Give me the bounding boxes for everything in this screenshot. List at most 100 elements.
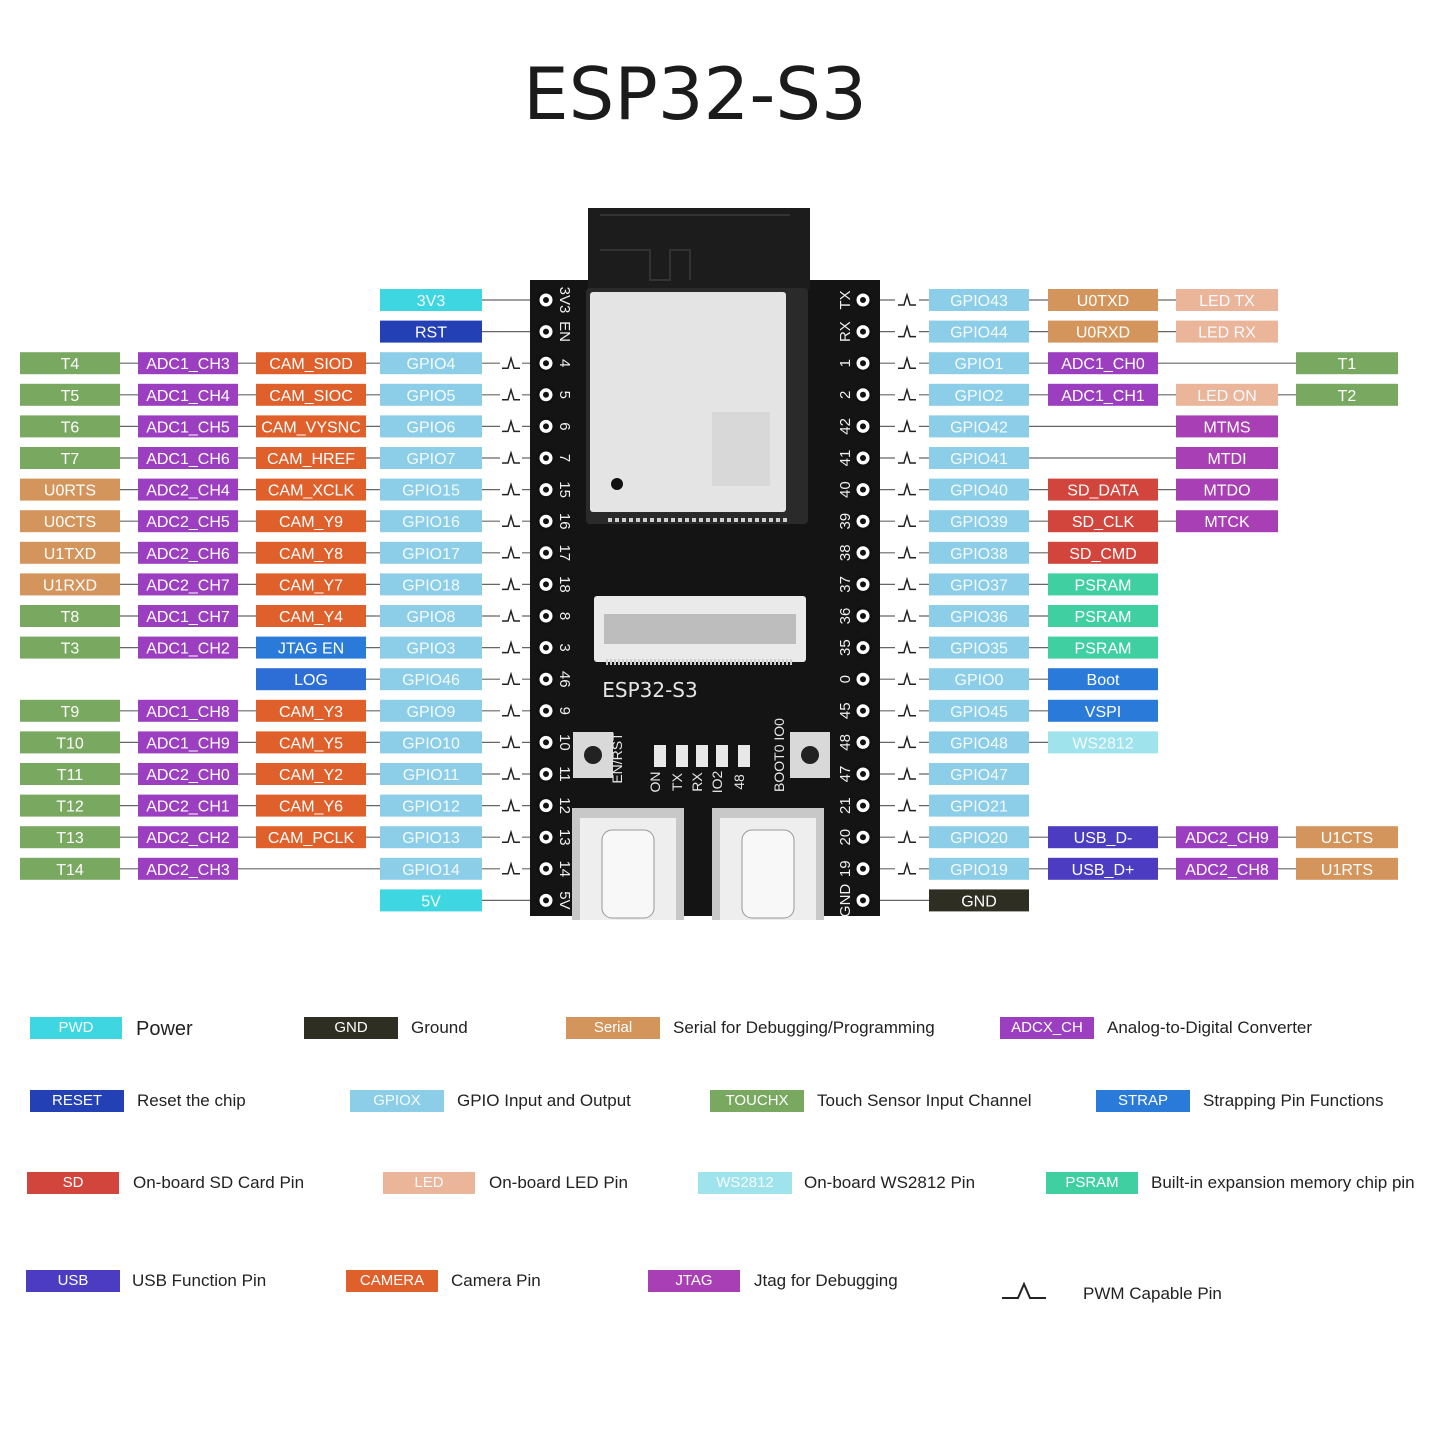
pwm-symbol — [1002, 1281, 1046, 1299]
gpio-label-box — [929, 320, 1029, 343]
touch-label-box — [20, 415, 120, 438]
header-pin-right-hole — [860, 865, 866, 872]
serial-label-text: U0CTS — [44, 514, 96, 531]
silk-right: 45 — [837, 702, 854, 719]
gpio-label-box — [380, 447, 482, 469]
touch-label-box — [20, 636, 120, 659]
pwm-symbol — [502, 829, 520, 843]
function-label-text: Boot — [1087, 672, 1120, 689]
silk-left: 14 — [556, 860, 573, 877]
silk-right: 35 — [837, 639, 854, 656]
legend-text-ws2812: On-board WS2812 Pin — [804, 1173, 976, 1192]
header-pin-right-hole — [860, 707, 866, 714]
function-label-box — [1048, 383, 1158, 406]
legend-text-strap: Strapping Pin Functions — [1203, 1091, 1384, 1110]
pwm-symbol — [502, 450, 520, 464]
gpio-label-text: GPIO46 — [402, 672, 460, 689]
touch-label-text: T4 — [61, 356, 80, 373]
silk-left: 4 — [556, 359, 573, 367]
adc-label-box — [138, 857, 238, 880]
function-label-box — [256, 605, 366, 627]
pwm-symbol — [502, 387, 520, 401]
gpio-label-box — [929, 826, 1029, 849]
header-pin-right-hole — [860, 581, 866, 588]
gpio-label-text: GPIO15 — [402, 483, 460, 500]
gpio-label-text: RST — [415, 325, 447, 342]
function-label-text: CAM_HREF — [267, 451, 355, 468]
header-pin-right-hole — [860, 771, 866, 777]
led-label: IO2 — [709, 771, 725, 794]
legend-text-reset: Reset the chip — [137, 1091, 246, 1110]
header-pin-left-hole — [543, 328, 549, 335]
pwm-symbol — [898, 355, 916, 369]
silk-right: 20 — [837, 829, 854, 846]
legend-swatch-serial: Serial — [566, 1017, 660, 1039]
gpio-label-text: GPIO39 — [950, 514, 1008, 531]
gpio-label-text: GPIO6 — [407, 419, 456, 436]
gpio-label-text: 5V — [421, 893, 441, 910]
pwm-symbol — [502, 734, 520, 749]
function-label-box — [1296, 826, 1398, 849]
silk-right: 21 — [837, 797, 854, 814]
silk-left: 5V — [556, 891, 573, 909]
silk-left: 3V3 — [556, 287, 573, 314]
gpio-label-text: GPIO4 — [407, 356, 456, 373]
touch-label-box — [20, 605, 120, 627]
header-pin-left-hole — [543, 739, 549, 746]
touch-label-box — [20, 794, 120, 817]
function-label-text: PSRAM — [1075, 641, 1132, 658]
gpio-label-box — [380, 668, 482, 691]
gpio-label-text: GPIO9 — [407, 704, 456, 721]
function-label-text: CAM_VYSNC — [261, 419, 361, 436]
silk-left: 8 — [556, 612, 573, 620]
silk-right: 0 — [837, 675, 854, 683]
adc-label-text: ADC1_CH4 — [146, 388, 230, 405]
gpio-label-text: GPIO43 — [950, 293, 1008, 310]
led-4 — [738, 745, 750, 767]
function-label-box — [1048, 289, 1158, 311]
led-label: RX — [689, 772, 705, 792]
function-label-box — [256, 383, 366, 406]
pwm-symbol — [898, 545, 916, 559]
header-pin-left-hole — [543, 834, 549, 841]
function-label-text: SD_DATA — [1067, 483, 1139, 500]
silk-right: 36 — [837, 608, 854, 625]
legend-text-led: On-board LED Pin — [489, 1173, 628, 1192]
function-label-box — [256, 794, 366, 817]
header-pin-right-hole — [860, 613, 866, 619]
legend-swatch-sd: SD — [27, 1172, 119, 1194]
function-label-box — [1176, 447, 1278, 469]
silk-left: 11 — [556, 766, 573, 782]
pwm-symbol — [898, 829, 916, 843]
serial-label-box — [20, 478, 120, 501]
header-pin-right-hole — [860, 518, 866, 525]
adc-label-text: ADC2_CH7 — [146, 577, 230, 594]
adc-label-text: ADC2_CH3 — [146, 862, 230, 879]
function-label-box — [256, 447, 366, 469]
function-label-text: CAM_Y7 — [279, 577, 343, 594]
function-label-box — [256, 573, 366, 596]
header-pin-right-hole — [860, 897, 866, 904]
silk-right: 37 — [837, 576, 854, 593]
gpio-label-box — [380, 763, 482, 785]
reset-button-cap — [584, 746, 602, 764]
function-label-box — [1048, 826, 1158, 849]
gpio-label-box — [929, 794, 1029, 817]
gpio-label-text: GPIO35 — [950, 641, 1008, 658]
gpio-label-text: GPIO5 — [407, 388, 456, 405]
serial-label-text: U0RTS — [44, 483, 96, 500]
function-label-box — [256, 352, 366, 375]
gpio-label-text: GPIO19 — [950, 862, 1008, 879]
gpio-label-text: GPIO3 — [407, 641, 456, 658]
function-label-box — [1296, 383, 1398, 406]
function-label-text: CAM_SIOC — [269, 388, 353, 405]
gpio-label-box — [380, 541, 482, 564]
gpio-label-box — [380, 320, 482, 343]
legend-swatch-ws2812: WS2812 — [698, 1172, 792, 1194]
adc-label-box — [138, 699, 238, 722]
function-label-text: CAM_Y4 — [279, 609, 343, 626]
gpio-label-box — [380, 573, 482, 596]
gpio-label-box — [380, 415, 482, 438]
adc-label-text: ADC1_CH7 — [146, 609, 230, 626]
